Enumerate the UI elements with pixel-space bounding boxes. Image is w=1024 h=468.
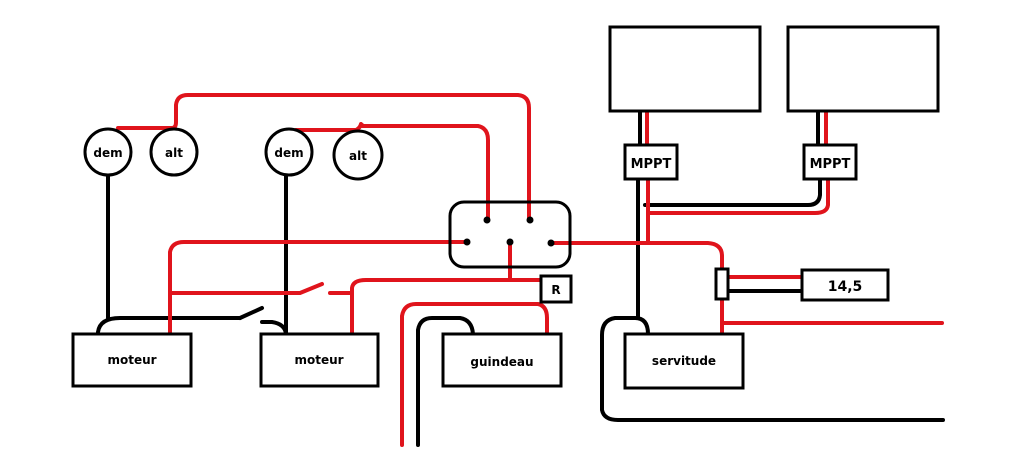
red-wire-switch-left [168,282,324,295]
mppt-right-body [802,143,858,181]
relay-label: R [551,283,560,297]
gauge-alt-left-circle [149,127,199,177]
red-wire-alt-right-top [294,122,490,222]
black-wires [96,110,945,447]
dist-terminal-right [547,239,555,247]
guindeau-body [441,332,563,388]
red-wire-alt-left-top [116,93,531,222]
moteur-right-body [259,332,380,388]
voltmeter-display-body [800,268,890,302]
mppt-left-body [623,143,679,181]
guindeau-label: guindeau [470,355,533,369]
voltmeter-display: 14,5 [800,268,890,302]
moteur-left-body [71,332,193,388]
gauge-alt-right: alt [332,129,384,181]
solar-panel-right [786,25,940,113]
voltmeter-value: 14,5 [828,279,863,295]
dist-terminal-top-right [526,216,534,224]
gauge-dem-left: dem [83,127,133,177]
red-wire-engine-left-feed [168,240,468,336]
dist-terminal-center [506,238,514,246]
black-wire-guindeau [416,316,475,447]
voltmeter-shunt [714,267,730,301]
guindeau-box: guindeau [441,332,563,388]
distribution-switch-body [448,200,572,269]
moteur-right-label: moteur [294,353,343,367]
red-wire-dist-right [550,241,724,336]
gauge-dem-right-circle [264,127,314,177]
gauge-alt-right-circle [332,129,384,181]
relay-box-body [539,274,573,304]
black-wire-servitude-loop [600,316,945,422]
red-wire-guindeau [400,302,549,447]
black-wire-engine-link-b [260,320,288,336]
red-wire-engine-right-feed [350,278,543,336]
mppt-left-box: MPPT [623,143,679,181]
red-wire-mppt-right-down [648,178,830,215]
solar-panel-left [608,25,762,113]
red-wires [116,93,944,447]
black-wire-engine-switch [238,306,264,320]
gauge-dem-right-label: dem [274,146,303,160]
black-wire-engine-link [96,316,242,334]
mppt-right-box: MPPT [802,143,858,181]
gauge-alt-left-label: alt [165,146,183,160]
servitude-box: servitude [623,332,745,390]
gauge-dem-right: dem [264,127,314,177]
servitude-body [623,332,745,390]
mppt-left-label: MPPT [631,157,672,172]
gauge-alt-left: alt [149,127,199,177]
moteur-left-label: moteur [107,353,156,367]
gauge-alt-right-label: alt [349,149,367,163]
gauge-dem-left-circle [83,127,133,177]
mppt-right-label: MPPT [810,157,851,172]
servitude-label: servitude [652,354,716,368]
moteur-right-box: moteur [259,332,380,388]
gauge-dem-left-label: dem [93,146,122,160]
black-wire-mppt-right-down [643,178,822,207]
dist-terminal-left [463,238,471,246]
distribution-switch [448,200,572,269]
dist-terminal-top-left [483,216,491,224]
relay-box: R [539,274,573,304]
moteur-left-box: moteur [71,332,193,388]
